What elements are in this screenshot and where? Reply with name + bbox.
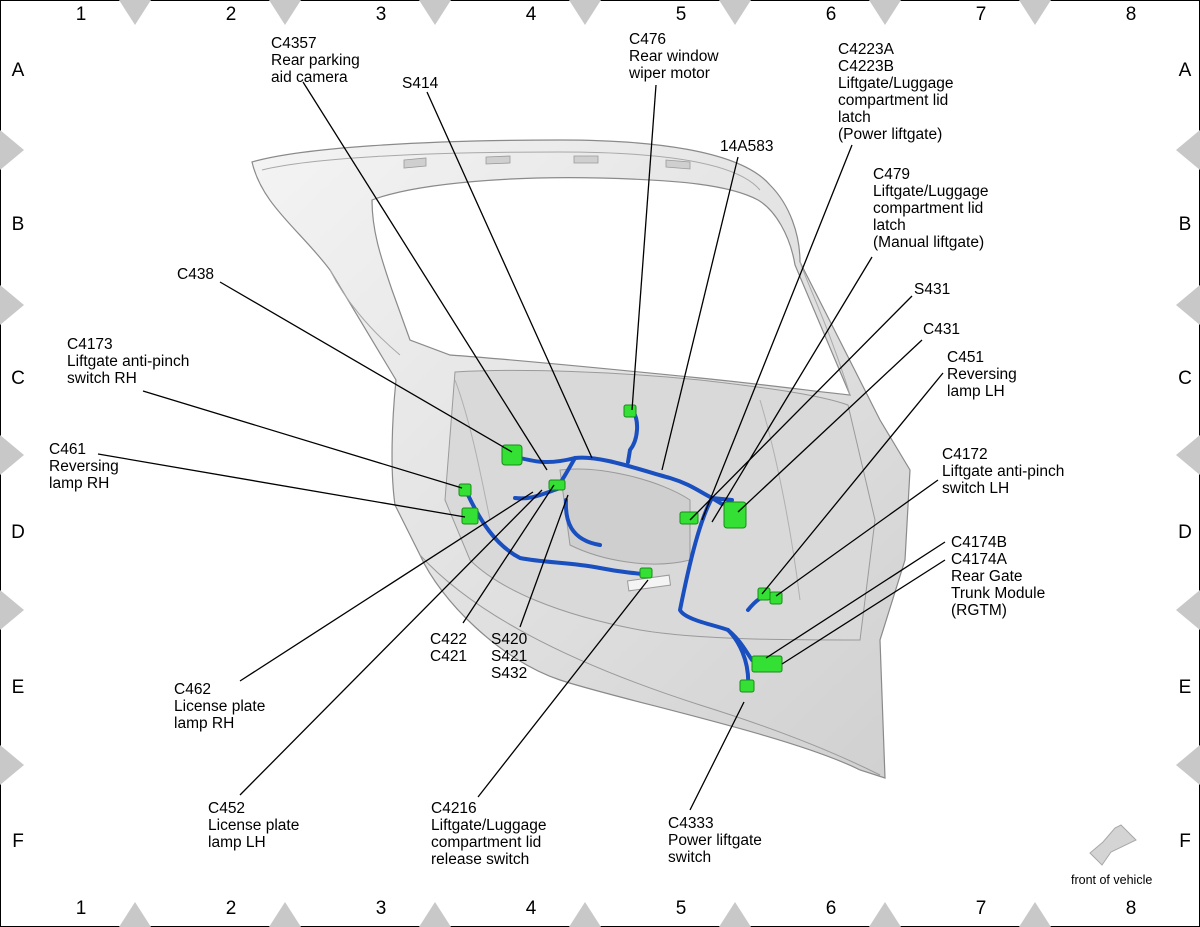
grid-col-8-bottom: 8	[1125, 898, 1137, 919]
label-s431: S431	[914, 281, 951, 298]
label-c4174: C4174B C4174A Rear Gate Trunk Module (RG…	[951, 534, 1046, 619]
label-c476: C476 Rear window wiper motor	[629, 31, 719, 82]
grid-col-8-top: 8	[1125, 4, 1137, 25]
connector-c4172	[769, 591, 783, 605]
connector-c4174	[751, 655, 783, 673]
connector-c476	[623, 404, 637, 418]
left-grid-markers	[0, 130, 24, 785]
label-c4216: C4216 Liftgate/Luggage compartment lid r…	[431, 800, 547, 868]
grid-row-e-left: E	[11, 677, 25, 698]
grid-col-5-bottom: 5	[675, 898, 687, 919]
grid-row-c-right: C	[1178, 368, 1192, 389]
grid-col-7-top: 7	[975, 4, 987, 25]
grid-col-6-bottom: 6	[825, 898, 837, 919]
connector-c4333	[739, 679, 755, 693]
grid-col-6-top: 6	[825, 4, 837, 25]
grid-row-f-right: F	[1179, 831, 1191, 852]
label-c4357: C4357 Rear parking aid camera	[271, 35, 360, 86]
grid-row-d-right: D	[1178, 522, 1192, 543]
label-c461: C461 Reversing lamp RH	[49, 441, 119, 492]
label-c422: C422 C421	[430, 631, 468, 665]
connector-c438	[501, 444, 523, 466]
label-c451: C451 Reversing lamp LH	[947, 349, 1017, 400]
connector-c4216	[639, 567, 653, 579]
bottom-grid-markers	[119, 902, 1051, 927]
label-c4173: C4173 Liftgate anti-pinch switch RH	[67, 336, 190, 387]
grid-row-d-left: D	[11, 522, 25, 543]
grid-col-4-bottom: 4	[525, 898, 537, 919]
grid-row-e-right: E	[1178, 677, 1192, 698]
connector-c431	[723, 501, 747, 529]
grid-col-3-top: 3	[375, 4, 387, 25]
connector-c461	[461, 507, 479, 525]
grid-col-1-top: 1	[75, 4, 87, 25]
grid-col-3-bottom: 3	[375, 898, 387, 919]
grid-row-c-left: C	[11, 368, 25, 389]
label-c462: C462 License plate lamp RH	[174, 681, 266, 732]
grid-row-a-left: A	[11, 60, 25, 81]
front-of-vehicle-label: front of vehicle	[1071, 873, 1153, 887]
grid-col-4-top: 4	[525, 4, 537, 25]
label-c438: C438	[177, 266, 215, 283]
label-c4172: C4172 Liftgate anti-pinch switch LH	[942, 446, 1065, 497]
grid-row-f-left: F	[12, 831, 24, 852]
grid-col-2-top: 2	[225, 4, 237, 25]
grid-col-1-bottom: 1	[75, 898, 87, 919]
front-of-vehicle-arrow	[1089, 824, 1137, 866]
label-c479: C479 Liftgate/Luggage compartment lid la…	[873, 166, 989, 251]
label-c431: C431	[923, 321, 961, 338]
grid-row-b-left: B	[11, 214, 25, 235]
connector-c451	[757, 587, 771, 601]
label-s420: S420 S421 S432	[491, 631, 528, 682]
right-grid-markers	[1176, 130, 1200, 785]
grid-col-2-bottom: 2	[225, 898, 237, 919]
label-c452: C452 License plate lamp LH	[208, 800, 300, 851]
grid-col-5-top: 5	[675, 4, 687, 25]
grid-col-7-bottom: 7	[975, 898, 987, 919]
label-c4223: C4223A C4223B Liftgate/Luggage compartme…	[838, 41, 954, 143]
connector-c4173	[458, 483, 472, 497]
grid-row-b-right: B	[1178, 214, 1192, 235]
top-grid-markers	[119, 0, 1051, 25]
label-c4333: C4333 Power liftgate switch	[668, 815, 762, 866]
label-s414: S414	[402, 75, 439, 92]
label-14a583: 14A583	[720, 138, 774, 155]
connector-c479	[679, 511, 699, 525]
leader-lines	[97, 81, 946, 811]
grid-row-a-right: A	[1178, 60, 1192, 81]
connectors	[458, 404, 783, 693]
